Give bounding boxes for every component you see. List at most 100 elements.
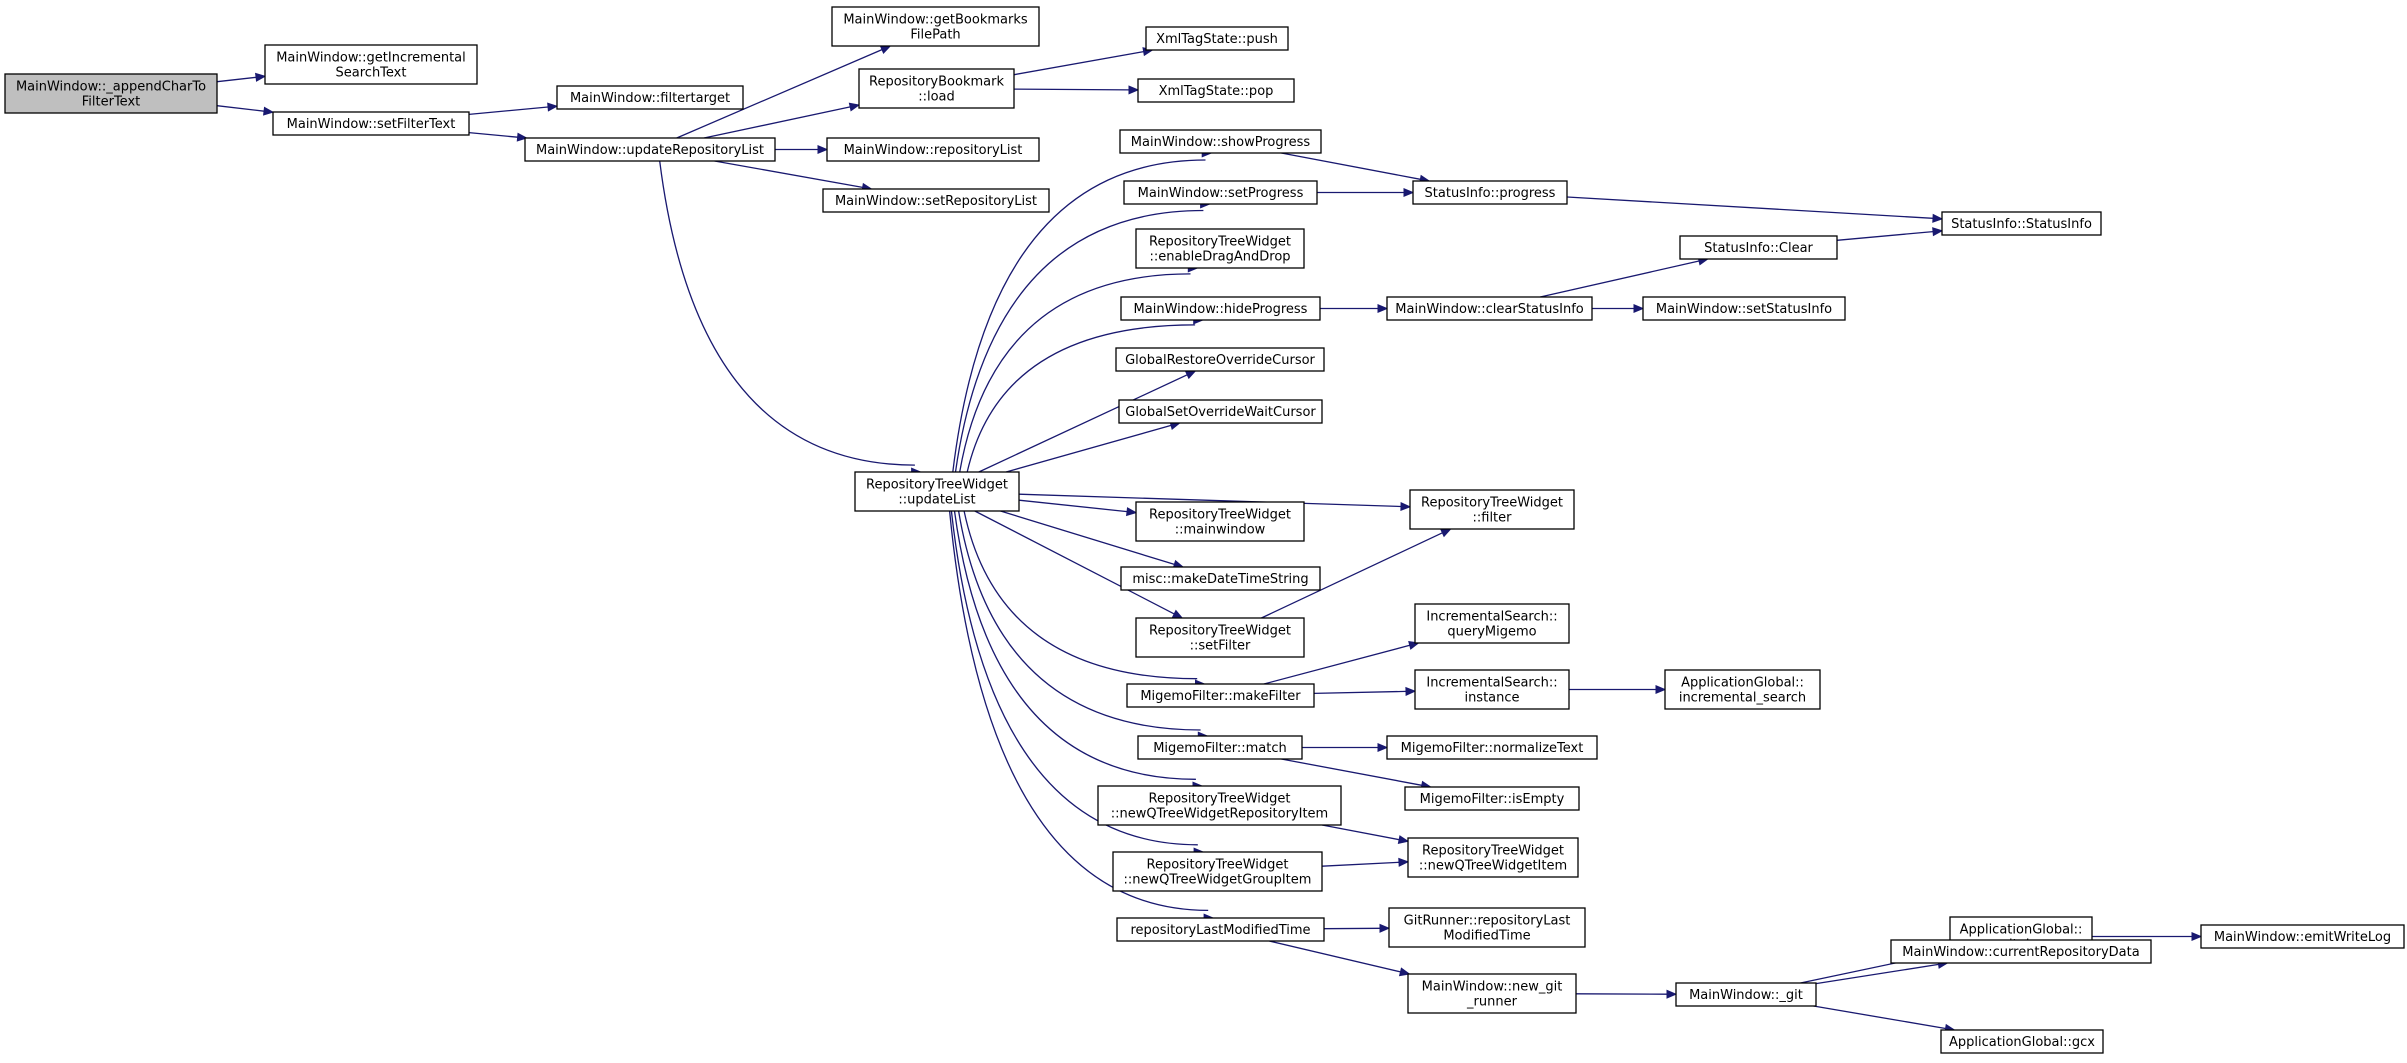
node-label: MainWindow::repositoryList [844,143,1023,158]
node-label: incremental_search [1679,691,1806,706]
node-box [1112,851,1323,892]
node-clear-status[interactable]: MainWindow::clearStatusInfo [1386,296,1593,321]
node-gcx[interactable]: ApplicationGlobal::gcx [1940,1029,2104,1054]
edge-mw-git-to-current-repo-data [1815,963,1939,985]
node-label: ApplicationGlobal:: [1960,923,2083,938]
node-box [2200,924,2405,949]
arrowhead-get-bookmarks [879,45,892,54]
edge-update-list-to-mainwindow [1018,499,1128,513]
node-git-last-mod[interactable]: GitRunner::repositoryLastModifiedTime [1388,907,1586,948]
node-label: MainWindow::filtertarget [570,91,730,106]
node-new-tree-item[interactable]: RepositoryTreeWidget::newQTreeWidgetItem [1407,837,1579,878]
node-label: StatusInfo::progress [1425,186,1556,201]
node-repository-list[interactable]: MainWindow::repositoryList [826,137,1040,162]
node-label: ::filter [1473,511,1513,526]
node-box [1135,617,1305,658]
node-label: queryMigemo [1447,625,1536,640]
node-make-date-time[interactable]: misc::makeDateTimeString [1120,566,1321,591]
node-new-group-item[interactable]: RepositoryTreeWidget::newQTreeWidgetGrou… [1112,851,1323,892]
node-label: ::load [918,90,955,105]
arrowhead-clear-status [1377,303,1389,314]
edge-update-list-to-last-modified [948,510,1209,912]
node-mainwindow[interactable]: RepositoryTreeWidget::mainwindow [1135,501,1305,542]
node-label: ::newQTreeWidgetGroupItem [1124,873,1312,888]
node-new-git-runner[interactable]: MainWindow::new_git_runner [1407,973,1577,1014]
node-show-progress[interactable]: MainWindow::showProgress [1119,129,1322,154]
node-box [1123,180,1318,205]
node-label: ::newQTreeWidgetRepositoryItem [1111,807,1328,822]
node-box [1409,489,1575,530]
arrowhead-new-tree-item [1398,857,1410,867]
node-label: StatusInfo::StatusInfo [1951,217,2092,232]
node-box [854,471,1020,512]
node-box [1137,735,1303,760]
edge-update-list-to-restore-cursor [978,374,1188,473]
node-hide-progress[interactable]: MainWindow::hideProgress [1120,296,1321,321]
edge-update-repo-list-to-bookmark-load [703,106,851,139]
node-xml-push[interactable]: XmlTagState::push [1145,26,1289,51]
node-new-repo-item[interactable]: RepositoryTreeWidget::newQTreeWidgetRepo… [1097,785,1342,826]
node-mw-git[interactable]: MainWindow::_git [1675,982,1817,1007]
node-label: RepositoryTreeWidget [1149,508,1291,523]
edge-status-clear-to-status-info [1836,230,1934,241]
node-enable-dn-d[interactable]: RepositoryTreeWidget::enableDragAndDrop [1135,228,1305,269]
node-emit-write-log[interactable]: MainWindow::emitWriteLog [2200,924,2405,949]
node-last-modified[interactable]: repositoryLastModifiedTime [1116,917,1325,942]
node-label: MainWindow::clearStatusInfo [1395,302,1583,317]
node-box [831,6,1040,47]
node-box [1145,26,1289,51]
node-match[interactable]: MigemoFilter::match [1137,735,1303,760]
node-box [1664,669,1821,710]
node-set-progress[interactable]: MainWindow::setProgress [1123,180,1318,205]
node-label: instance [1464,691,1519,706]
node-label: XmlTagState::pop [1159,84,1274,99]
node-set-wait-cursor[interactable]: GlobalSetOverrideWaitCursor [1118,399,1323,424]
node-restore-cursor[interactable]: GlobalRestoreOverrideCursor [1115,347,1325,372]
node-set-filter[interactable]: RepositoryTreeWidget::setFilter [1135,617,1305,658]
node-label: MainWindow::showProgress [1131,135,1311,150]
node-box [1407,973,1577,1014]
node-label: MainWindow::currentRepositoryData [1902,945,2139,960]
edge-clear-status-to-status-clear [1540,260,1700,298]
edge-update-list-to-make-filter [963,510,1198,680]
edge-update-list-to-set-filter [974,510,1175,615]
node-bookmark-load[interactable]: RepositoryBookmark::load [858,68,1015,109]
node-update-list[interactable]: RepositoryTreeWidget::updateList [854,471,1020,512]
node-is-instance[interactable]: IncrementalSearch::instance [1414,669,1570,710]
node-label: RepositoryTreeWidget [866,478,1008,493]
node-status-clear[interactable]: StatusInfo::Clear [1679,235,1838,260]
node-set-repository-list[interactable]: MainWindow::setRepositoryList [822,188,1050,213]
node-label: RepositoryBookmark [869,75,1004,90]
node-label: MainWindow::_appendCharTo [16,80,206,95]
arrowhead-emit-write-log [2191,931,2203,942]
node-current-repo-data[interactable]: MainWindow::currentRepositoryData [1890,939,2152,964]
node-label: MainWindow::updateRepositoryList [536,143,764,158]
node-progress[interactable]: StatusInfo::progress [1412,180,1568,205]
node-label: ::mainwindow [1175,523,1266,538]
edge-show-progress-to-progress [1281,152,1421,180]
node-label: ModifiedTime [1443,929,1530,944]
node-update-repo-list[interactable]: MainWindow::updateRepositoryList [524,137,776,162]
node-box [1120,296,1321,321]
node-xml-pop[interactable]: XmlTagState::pop [1137,78,1295,103]
node-box [4,73,218,114]
node-status-info[interactable]: StatusInfo::StatusInfo [1941,211,2102,236]
node-is-empty[interactable]: MigemoFilter::isEmpty [1404,786,1580,811]
node-tree-filter[interactable]: RepositoryTreeWidget::filter [1409,489,1575,530]
node-make-filter[interactable]: MigemoFilter::makeFilter [1126,683,1315,708]
node-inc-search[interactable]: ApplicationGlobal::incremental_search [1664,669,1821,710]
node-set-status-info[interactable]: MainWindow::setStatusInfo [1642,296,1846,321]
node-query-migemo[interactable]: IncrementalSearch::queryMigemo [1414,603,1570,644]
edge-progress-to-status-info [1566,196,1934,219]
arrowhead-normalize-text [1377,742,1389,753]
node-label: GlobalRestoreOverrideCursor [1125,353,1315,368]
node-set-filter-text[interactable]: MainWindow::setFilterText [272,111,470,136]
node-normalize-text[interactable]: MigemoFilter::normalizeText [1386,735,1598,760]
node-filtertarget[interactable]: MainWindow::filtertarget [556,85,744,110]
node-box [1679,235,1838,260]
nodes-layer: MainWindow::_appendCharToFilterTextMainW… [4,6,2405,1054]
